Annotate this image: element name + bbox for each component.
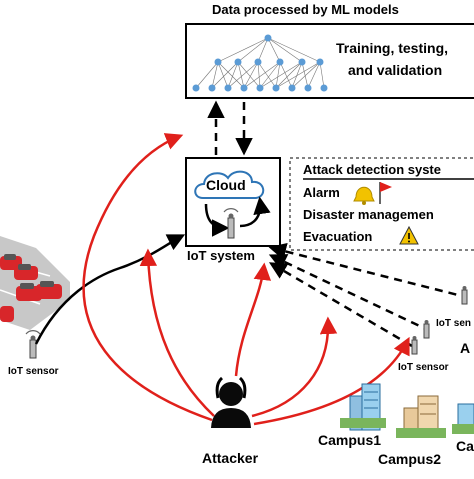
attack-panel-box (289, 157, 474, 251)
campus2-building-icon (396, 395, 446, 438)
attack-item-evacuation: Evacuation (303, 229, 373, 244)
sensor-link-3 (268, 262, 413, 348)
iot-system-label: IoT system (187, 248, 255, 263)
car-icon (0, 306, 14, 322)
attack-item-alarm: Alarm (303, 185, 340, 200)
campus3-partial-label: Ca (456, 438, 474, 454)
neural-network-icon (192, 34, 328, 92)
attack-panel-title: Attack detection syste (303, 162, 441, 177)
ml-label-line1: Training, testing, (336, 40, 449, 56)
iot-sensor-right-top-label: IoT sen (436, 318, 472, 329)
attacker-icon (211, 376, 251, 428)
attack-arrow-to-iot-bottom (234, 262, 272, 377)
sensor-to-iot-arrow (34, 234, 186, 345)
flag-icon (379, 182, 392, 204)
cloud-label: Cloud (206, 177, 246, 193)
iot-sensor-right-mid (423, 320, 430, 339)
iot-sensor-right-partial: A (460, 340, 471, 356)
campus3-building-icon (452, 403, 474, 434)
ml-label-line2: and validation (348, 62, 443, 78)
cloud-shape (194, 170, 265, 199)
campus1-label: Campus1 (318, 432, 382, 448)
ml-model-box (185, 23, 474, 99)
attack-arrow-to-iot-top (82, 133, 213, 422)
parking-lot (0, 236, 70, 330)
header-title: Data processed by ML models (212, 2, 399, 17)
cycle-arrow-right (239, 196, 271, 228)
campus2-label: Campus2 (378, 451, 442, 467)
attack-arrow-to-sensor-right (253, 336, 410, 426)
attacker-label: Attacker (202, 450, 259, 466)
cycle-arrow-left (204, 203, 230, 237)
bell-icon (353, 186, 375, 205)
car-icon (36, 281, 62, 299)
iot-sensor-right-bottom (411, 336, 418, 355)
campus1-building-icon (340, 383, 386, 431)
warning-icon (399, 225, 419, 245)
sensor-link-2 (268, 254, 429, 332)
iot-sensor-right-bottom-label: IoT sensor (398, 362, 449, 373)
attack-arrow-to-iot-left (139, 248, 215, 417)
attack-item-disaster: Disaster managemen (303, 207, 434, 222)
attack-arrow-to-sensor-mid (251, 316, 338, 418)
iot-sensor-right-top (461, 286, 468, 305)
car-icon (14, 264, 38, 280)
antenna-icon (223, 208, 239, 239)
iot-sensor-left (25, 330, 41, 359)
car-icon (16, 283, 42, 301)
iot-sensor-left-label: IoT sensor (8, 366, 59, 377)
sensor-link-1 (268, 242, 463, 298)
